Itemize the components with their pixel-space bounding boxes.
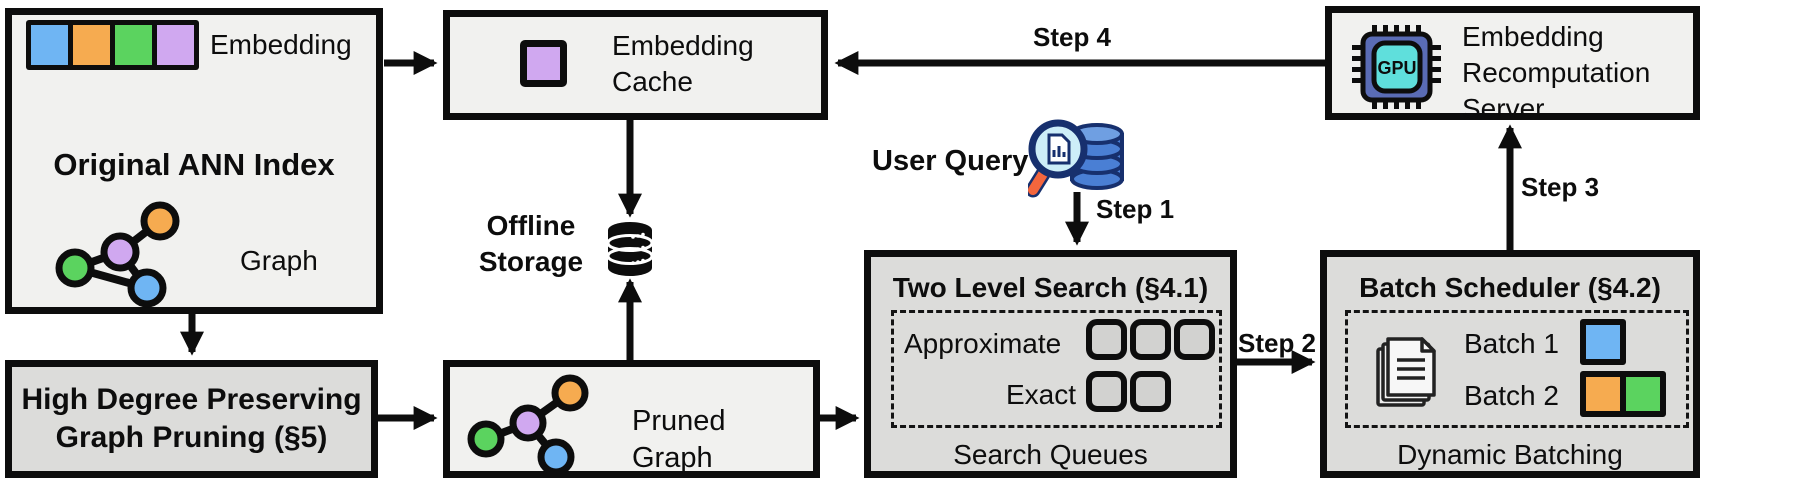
embedding-cache-box: Embedding Cache	[443, 10, 828, 120]
dynamic-batching-footer: Dynamic Batching	[1397, 439, 1623, 470]
user-query-label: User Query	[872, 145, 1029, 177]
search-queues-footer: Search Queues	[953, 439, 1148, 470]
embedding-cell-blue	[31, 25, 68, 65]
exact-label: Exact	[1005, 379, 1076, 410]
batch1-square-blue	[1580, 319, 1626, 365]
original-ann-index-title: Original ANN Index	[53, 147, 335, 182]
two-level-search-title: Two Level Search (§4.1)	[892, 272, 1209, 303]
embedding-vector-icon	[26, 20, 199, 70]
cached-embedding-icon	[520, 40, 567, 87]
approximate-queues	[1086, 319, 1215, 360]
search-queues-panel: Approximate Exact	[891, 310, 1222, 428]
graph-label: Graph	[240, 245, 318, 276]
queue-slot	[1086, 371, 1127, 412]
embedding-cell-orange	[73, 25, 110, 65]
embedding-label: Embedding	[210, 29, 352, 60]
original-ann-index-box: Embedding Original ANN Index Graph	[5, 8, 383, 314]
queue-slot	[1130, 371, 1171, 412]
offline-storage-label: Offline Storage	[478, 210, 584, 277]
query-magnifier-database-icon	[1028, 119, 1124, 198]
recomputation-server-title: Embedding Recomputation Server	[1462, 21, 1651, 124]
dynamic-batching-panel: Batch 1 Batch 2	[1345, 310, 1689, 428]
embedding-cache-title: Embedding Cache	[612, 30, 754, 97]
database-icon	[606, 222, 654, 276]
step4-label: Step 4	[1032, 22, 1112, 52]
graph-pruning-box: High Degree Preserving Graph Pruning (§5…	[5, 360, 378, 478]
step1-label: Step 1	[1096, 194, 1175, 224]
batch2-square-green	[1620, 371, 1666, 417]
gpu-label: GPU	[1377, 58, 1416, 78]
exact-queues	[1086, 371, 1171, 412]
pruned-graph-label: Pruned Graph	[632, 405, 726, 475]
embedding-cell-purple	[157, 25, 194, 65]
batch-scheduler-title: Batch Scheduler (§4.2)	[1359, 272, 1661, 303]
pruned-graph-nodes-icon	[467, 374, 589, 473]
step2-label: Step 2	[1237, 328, 1317, 358]
batch2-squares	[1580, 371, 1666, 417]
batch-scheduler-box: Batch Scheduler (§4.2) Batch 1 Batch 2	[1320, 250, 1700, 478]
recomputation-server-box: GPU Embedding Recomputation Server	[1325, 6, 1700, 124]
gpu-chip-icon: GPU	[1352, 25, 1441, 109]
approximate-label: Approximate	[904, 328, 1062, 359]
queue-slot	[1086, 319, 1127, 360]
stacked-documents-icon	[1376, 337, 1436, 407]
queue-slot	[1130, 319, 1171, 360]
two-level-search-box: Two Level Search (§4.1) Approximate Exac…	[864, 250, 1237, 478]
embedding-cell-green	[115, 25, 152, 65]
batch1-label: Batch 1	[1464, 328, 1559, 359]
step3-label: Step 3	[1521, 172, 1600, 202]
batch2-label: Batch 2	[1464, 380, 1559, 411]
pruned-graph-box: Pruned Graph	[443, 360, 820, 478]
graph-pruning-title: High Degree Preserving Graph Pruning (§5…	[21, 382, 362, 454]
queue-slot	[1174, 319, 1215, 360]
graph-nodes-icon	[55, 201, 180, 308]
